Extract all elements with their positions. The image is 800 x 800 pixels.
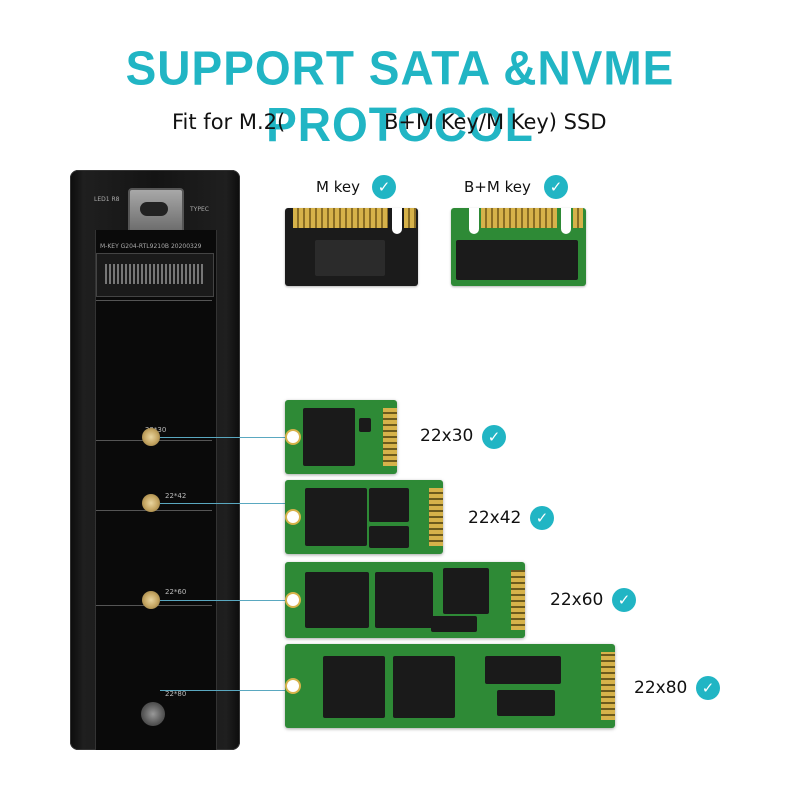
gold-contacts: [481, 208, 557, 228]
mount-hole: [287, 511, 299, 523]
key-notch: [392, 208, 402, 234]
check-circle-icon: ✓: [530, 506, 554, 530]
key-notch: [469, 208, 479, 234]
check-circle-icon: ✓: [372, 175, 396, 199]
size-label-2230: 22x30: [420, 426, 474, 446]
nand-chip: [375, 572, 433, 628]
mount-hole: [287, 594, 299, 606]
check-circle-icon: ✓: [612, 588, 636, 612]
gold-contacts: [404, 208, 416, 228]
gold-contacts: [601, 652, 615, 720]
page-title: SUPPORT SATA &NVME PROTOCOL: [125, 40, 675, 152]
m2-slot: [96, 253, 214, 297]
connector-line: [160, 690, 285, 691]
mount-hole: [287, 431, 299, 443]
connector-line: [160, 437, 285, 438]
led-label: LED1 R8: [94, 196, 120, 203]
dram-chip: [497, 690, 555, 716]
gold-contacts: [511, 570, 525, 630]
usb-c-port-icon: [128, 188, 184, 234]
connector-line: [160, 503, 285, 504]
gold-contacts: [573, 208, 583, 228]
ssd-2242-image: [285, 480, 443, 554]
check-circle-icon: ✓: [544, 175, 568, 199]
nand-chip: [393, 656, 455, 718]
slot-label-2280: 22*80: [165, 690, 187, 698]
size-label-2280: 22x80: [634, 678, 688, 698]
board-divider: [96, 300, 212, 301]
nand-chip: [305, 488, 367, 546]
standoff-2230: [142, 428, 160, 446]
mount-hole: [287, 680, 299, 692]
controller-chip: [315, 240, 385, 276]
standoff-2260: [142, 591, 160, 609]
size-label-2260: 22x60: [550, 590, 604, 610]
bm-key-ssd-image: [451, 208, 586, 286]
check-circle-icon: ✓: [482, 425, 506, 449]
dram-chip: [369, 526, 409, 548]
nand-chip: [303, 408, 355, 466]
gold-contacts: [429, 488, 443, 546]
enclosure-board: [95, 230, 217, 750]
ssd-2260-image: [285, 562, 525, 638]
key-notch: [561, 208, 571, 234]
ssd-2230-image: [285, 400, 397, 474]
port-label: TYPEC: [190, 206, 209, 213]
gold-contacts: [293, 208, 388, 228]
controller-chip: [443, 568, 489, 614]
slot-label-2260: 22*60: [165, 588, 187, 596]
connector-line: [160, 600, 285, 601]
nand-chip: [323, 656, 385, 718]
m-key-label: M key: [316, 178, 360, 196]
subtitle-part1: Fit for M.2(: [172, 110, 286, 134]
check-circle-icon: ✓: [696, 676, 720, 700]
chip-label: M-KEY G204-RTL9210B 20200329: [100, 243, 202, 250]
size-label-2242: 22x42: [468, 508, 522, 528]
slot-label-2242: 22*42: [165, 492, 187, 500]
bm-key-label: B+M key: [464, 178, 531, 196]
nand-chip: [305, 572, 369, 628]
gold-contacts: [383, 408, 397, 466]
small-chip: [359, 418, 371, 432]
nand-chip: [456, 240, 578, 280]
controller-chip: [369, 488, 409, 522]
standoff-2242: [142, 494, 160, 512]
ssd-2280-image: [285, 644, 615, 728]
controller-chip: [485, 656, 561, 684]
m-key-ssd-image: [285, 208, 418, 286]
screw-icon: [141, 702, 165, 726]
subtitle-part2: B+M Key/M Key) SSD: [384, 110, 607, 134]
dram-chip: [431, 616, 477, 632]
